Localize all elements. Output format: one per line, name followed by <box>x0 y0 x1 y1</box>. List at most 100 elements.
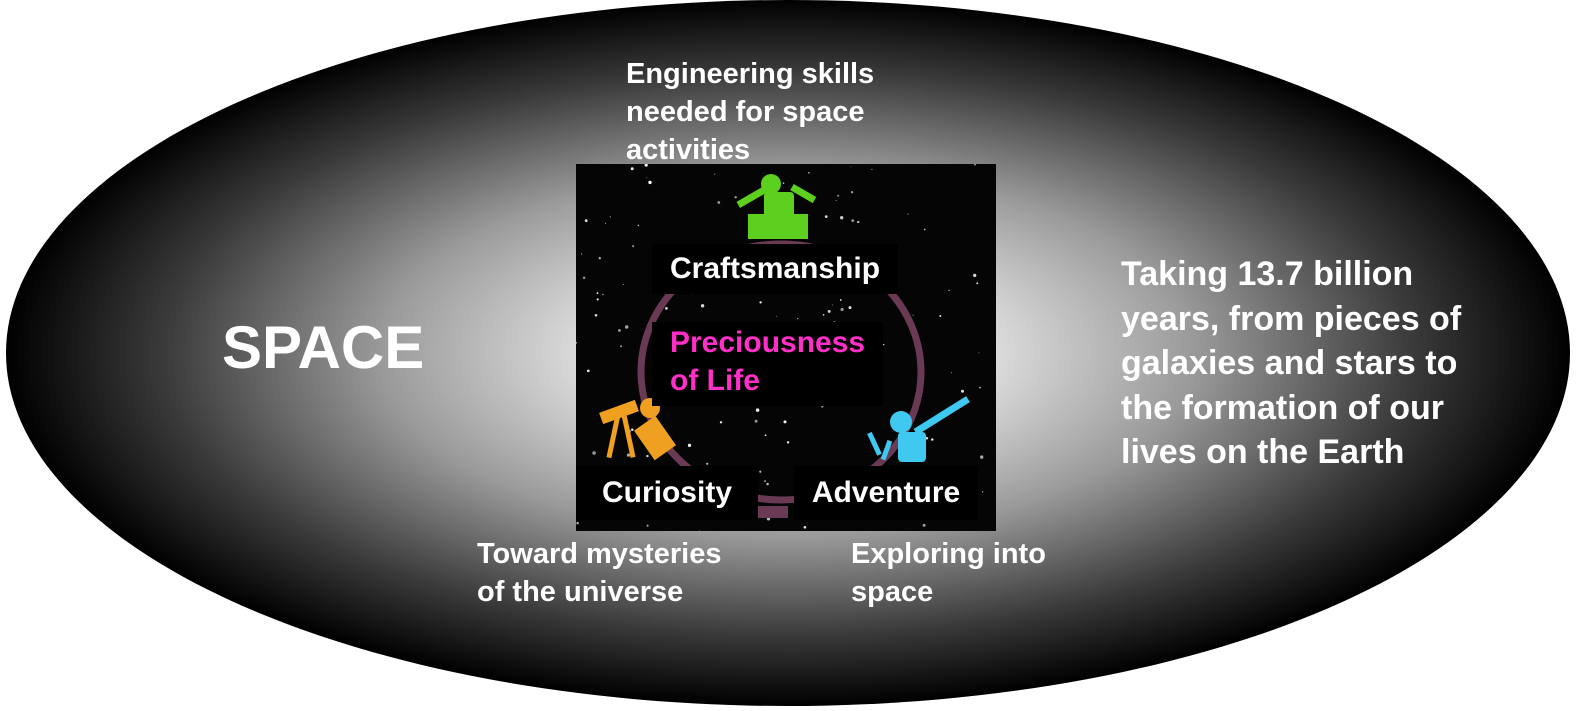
star <box>824 215 828 218</box>
star <box>950 372 953 374</box>
star <box>922 523 926 527</box>
star <box>582 276 586 279</box>
star <box>808 171 810 174</box>
star <box>973 273 977 278</box>
adventure-label: Adventure <box>794 466 978 520</box>
star <box>624 325 629 329</box>
star <box>706 462 709 465</box>
star <box>687 443 692 447</box>
star <box>620 345 622 348</box>
star <box>981 491 984 493</box>
description-line: years, from pieces of <box>1121 299 1462 338</box>
star <box>840 307 844 312</box>
star <box>759 470 762 473</box>
star <box>598 257 601 260</box>
star <box>848 306 852 310</box>
star <box>646 454 649 458</box>
space-title: SPACE <box>222 314 425 381</box>
star <box>939 315 942 317</box>
star <box>931 438 934 441</box>
star <box>850 166 852 168</box>
star <box>763 480 767 483</box>
star <box>821 405 824 408</box>
star <box>734 196 737 199</box>
star <box>857 220 860 224</box>
star <box>700 304 705 308</box>
star <box>617 328 621 332</box>
star <box>851 191 854 194</box>
note-line: space <box>851 576 934 608</box>
star <box>630 167 634 171</box>
craftsmanship-note: Engineering skills needed for space acti… <box>626 55 874 169</box>
star <box>665 307 668 310</box>
star <box>586 369 590 373</box>
star <box>622 283 624 285</box>
star <box>980 455 984 459</box>
star <box>925 436 929 440</box>
craftsmanship-label: Craftsmanship <box>652 244 899 294</box>
star <box>648 180 652 185</box>
star <box>719 421 723 424</box>
note-line: of the universe <box>477 576 684 608</box>
star <box>755 408 760 412</box>
star <box>766 482 769 486</box>
star <box>637 224 640 227</box>
star <box>803 526 807 529</box>
adventure-note: Exploring into space <box>851 535 1046 611</box>
star <box>717 201 721 204</box>
star <box>923 228 926 231</box>
curiosity-note: Toward mysteries of the universe <box>477 535 721 611</box>
star <box>594 313 598 317</box>
star <box>978 352 980 354</box>
star <box>631 428 634 431</box>
star <box>840 216 844 220</box>
star <box>766 517 771 521</box>
star <box>632 245 635 248</box>
star <box>714 173 716 175</box>
curiosity-label: Curiosity <box>576 466 758 520</box>
note-line: Exploring into <box>851 538 1046 570</box>
note-line: needed for space <box>626 96 865 128</box>
space-description: Taking 13.7 billion years, from pieces o… <box>1121 252 1561 475</box>
star <box>797 318 799 320</box>
description-line: the formation of our <box>1121 388 1444 427</box>
star <box>646 177 648 179</box>
preciousness-line: of Life <box>670 364 760 397</box>
description-line: galaxies and stars to <box>1121 344 1458 382</box>
star <box>948 289 950 292</box>
star <box>592 451 596 455</box>
star <box>602 293 604 296</box>
star <box>974 164 976 166</box>
green-figure-icon <box>736 174 817 239</box>
star <box>576 521 579 525</box>
star <box>626 453 631 457</box>
star <box>776 315 778 317</box>
star <box>699 530 701 531</box>
ring-base <box>758 506 788 518</box>
star <box>960 389 965 393</box>
star <box>609 216 611 218</box>
star <box>837 194 840 197</box>
star <box>576 341 578 344</box>
star <box>822 314 825 316</box>
star <box>831 304 833 306</box>
star <box>759 301 762 304</box>
star <box>646 524 649 527</box>
star <box>596 292 599 294</box>
star <box>783 420 787 424</box>
star <box>871 168 873 170</box>
star <box>882 343 885 346</box>
star <box>912 314 914 316</box>
star <box>835 199 837 202</box>
star <box>786 441 790 444</box>
center-illustration: Craftsmanship Preciousness of Life Curio… <box>576 164 996 531</box>
star <box>581 253 583 255</box>
pointing-figure-icon <box>867 396 970 462</box>
description-line: lives on the Earth <box>1121 433 1405 471</box>
preciousness-line: Preciousness <box>670 326 866 359</box>
note-line: Toward mysteries <box>477 538 722 570</box>
star <box>644 164 648 167</box>
description-line: Taking 13.7 billion <box>1121 255 1414 293</box>
star <box>782 182 785 184</box>
